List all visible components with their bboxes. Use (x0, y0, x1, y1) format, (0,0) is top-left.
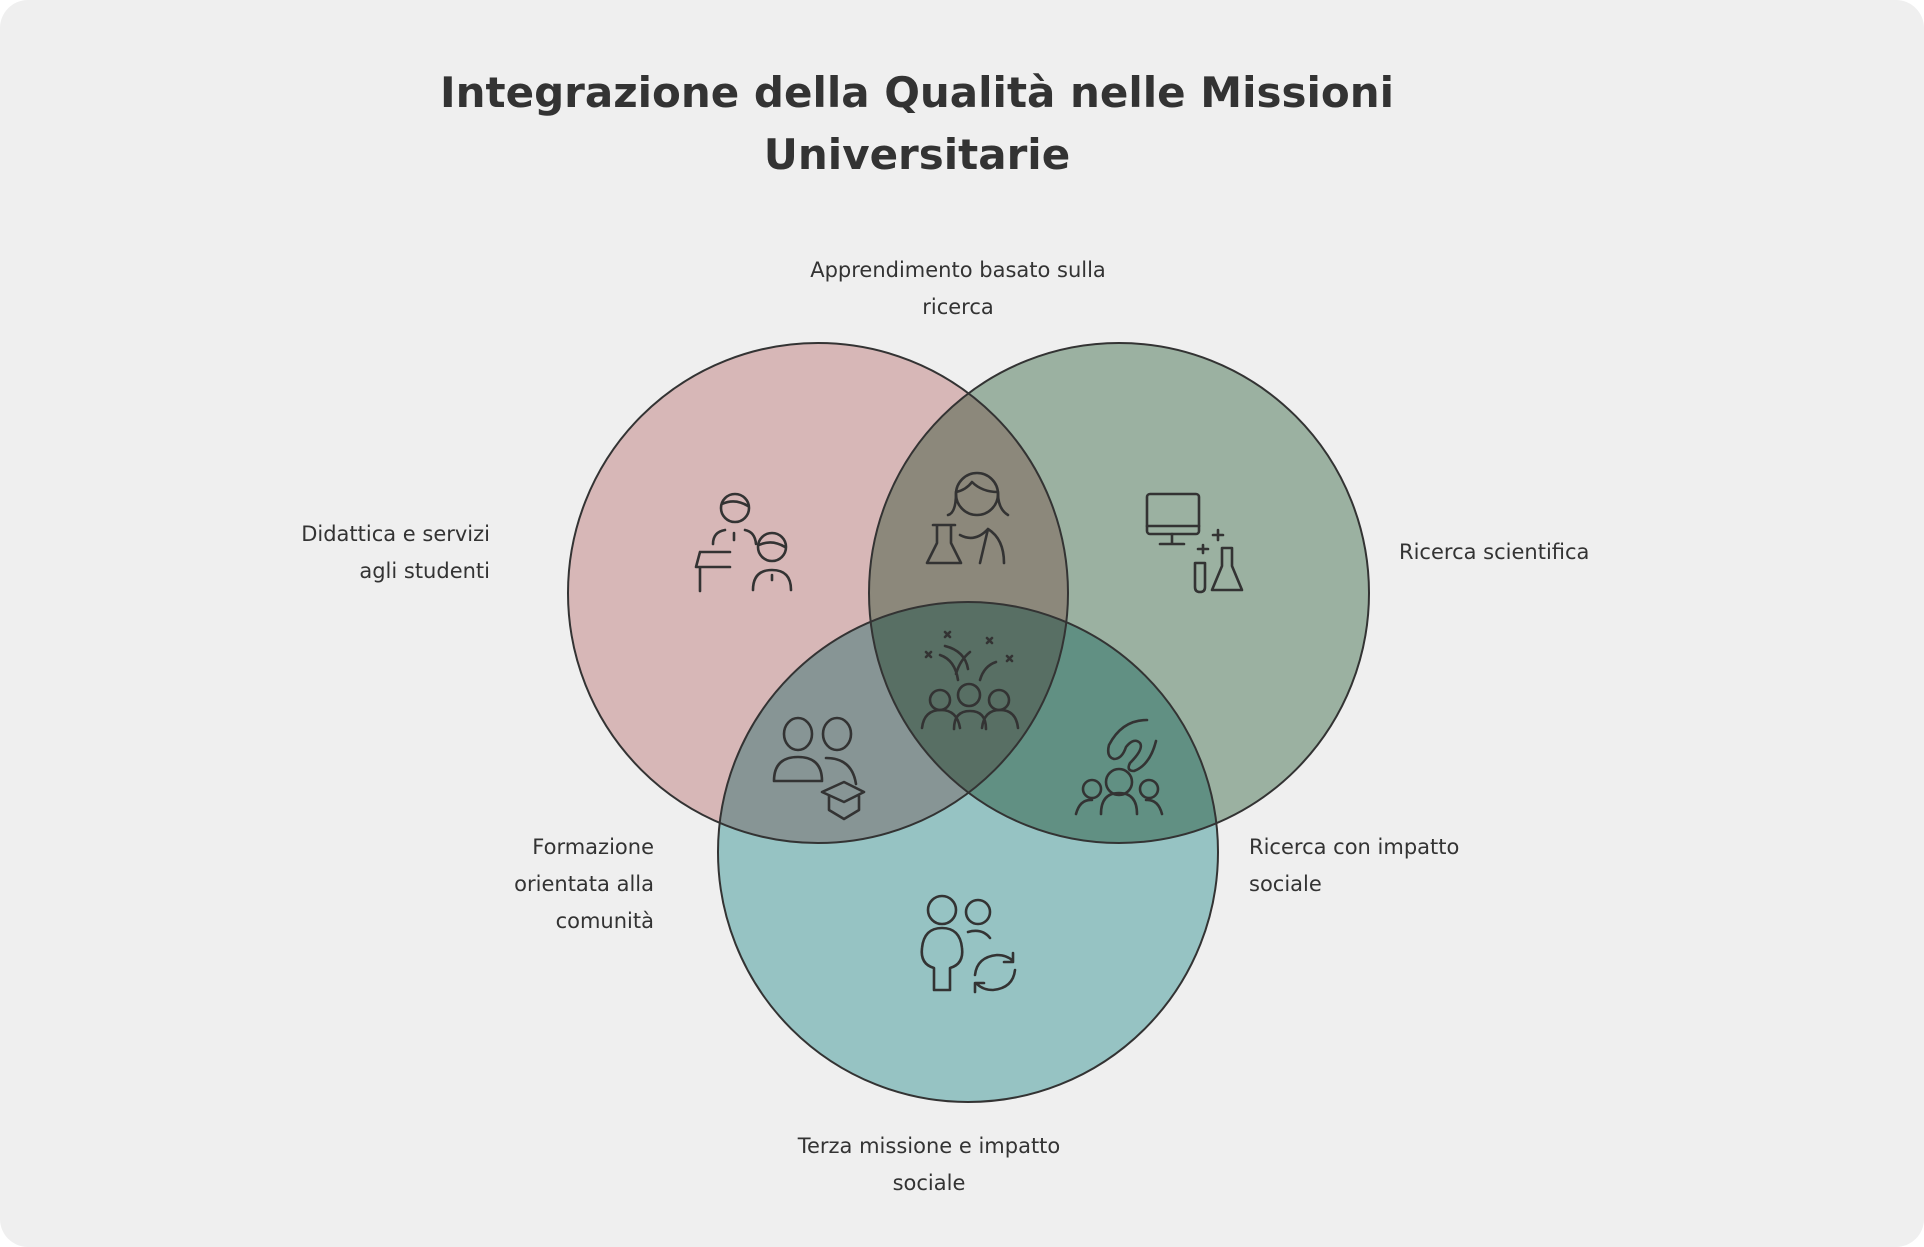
label-line: comunità (555, 909, 654, 933)
label-line: orientata alla (514, 872, 654, 896)
computer-lab-icon (1145, 492, 1244, 594)
scientist-icon (925, 471, 1010, 565)
label-research-third: Ricerca con impatto sociale (1249, 829, 1459, 903)
label-teaching-third: Formazione orientata alla comunità (354, 829, 654, 940)
label-line: agli studenti (359, 559, 490, 583)
teacher-student-icon (694, 492, 793, 593)
label-line: Formazione (532, 835, 654, 859)
celebrating-group-icon (920, 630, 1020, 731)
circle-third-mission (718, 602, 1218, 1102)
label-teaching: Didattica e servizi agli studenti (190, 516, 490, 590)
helping-hand-community-icon (1074, 718, 1164, 816)
label-line: Ricerca scientifica (1399, 540, 1590, 564)
title-line-2: Universitarie (763, 130, 1071, 179)
label-teaching-research: Apprendimento basato sulla ricerca (758, 252, 1158, 326)
label-third-mission: Terza missione e impatto sociale (729, 1128, 1129, 1202)
label-line: Ricerca con impatto (1249, 835, 1460, 859)
label-line: sociale (892, 1171, 966, 1195)
people-exchange-icon (920, 894, 1017, 994)
diagram-title: Integrazione della Qualità nelle Mission… (417, 62, 1417, 186)
label-line: Didattica e servizi (301, 522, 490, 546)
label-line: Apprendimento basato sulla (810, 258, 1106, 282)
graduates-icon (772, 716, 866, 821)
label-research: Ricerca scientifica (1399, 534, 1589, 571)
label-line: ricerca (922, 295, 994, 319)
label-line: Terza missione e impatto (797, 1134, 1061, 1158)
title-line-1: Integrazione della Qualità nelle Mission… (439, 68, 1395, 117)
label-line: sociale (1249, 872, 1322, 896)
